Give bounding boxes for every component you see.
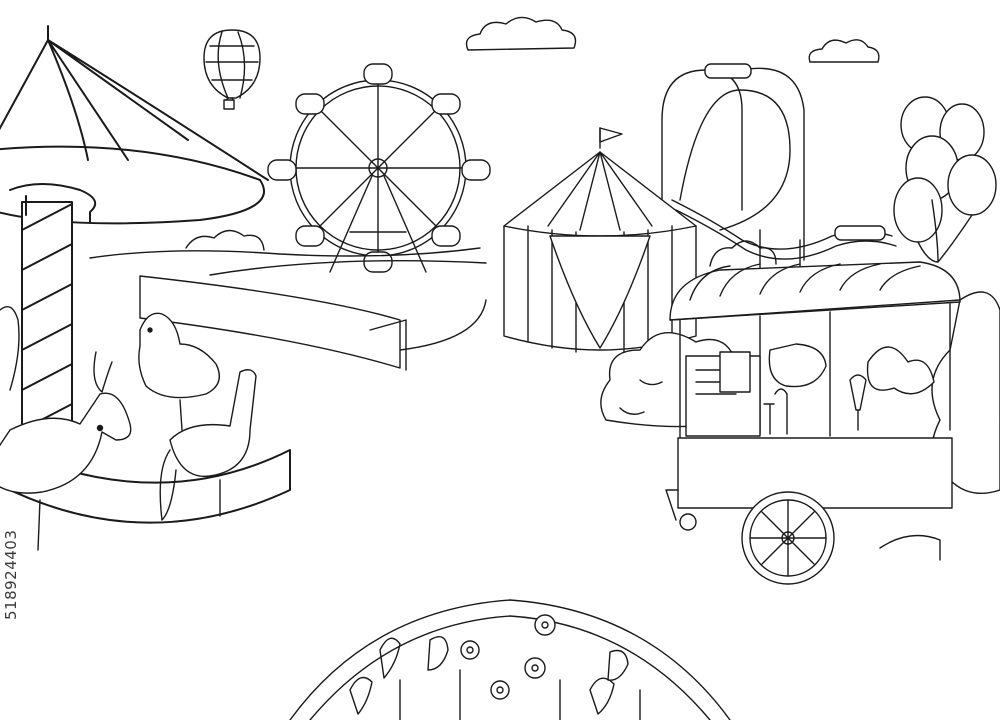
circus-tent	[503, 127, 697, 353]
roller-coaster	[661, 63, 897, 271]
ferris-wheel	[267, 63, 491, 273]
stock-id-watermark: 518924403	[2, 529, 20, 620]
carousel-horse-middle	[93, 312, 220, 431]
hot-air-balloon	[203, 29, 261, 110]
carousel-horse-front	[0, 392, 132, 551]
ground-path	[89, 247, 487, 351]
cloud-right	[808, 39, 880, 63]
flower-bed	[289, 599, 731, 720]
cloud-left	[465, 16, 577, 51]
background-bushes	[185, 229, 777, 267]
food-cart	[665, 261, 961, 585]
balloon-bunch	[893, 96, 997, 263]
carousel-horse-back	[159, 369, 257, 521]
carousel-horse-left	[0, 306, 20, 391]
curved-wall	[139, 275, 407, 371]
